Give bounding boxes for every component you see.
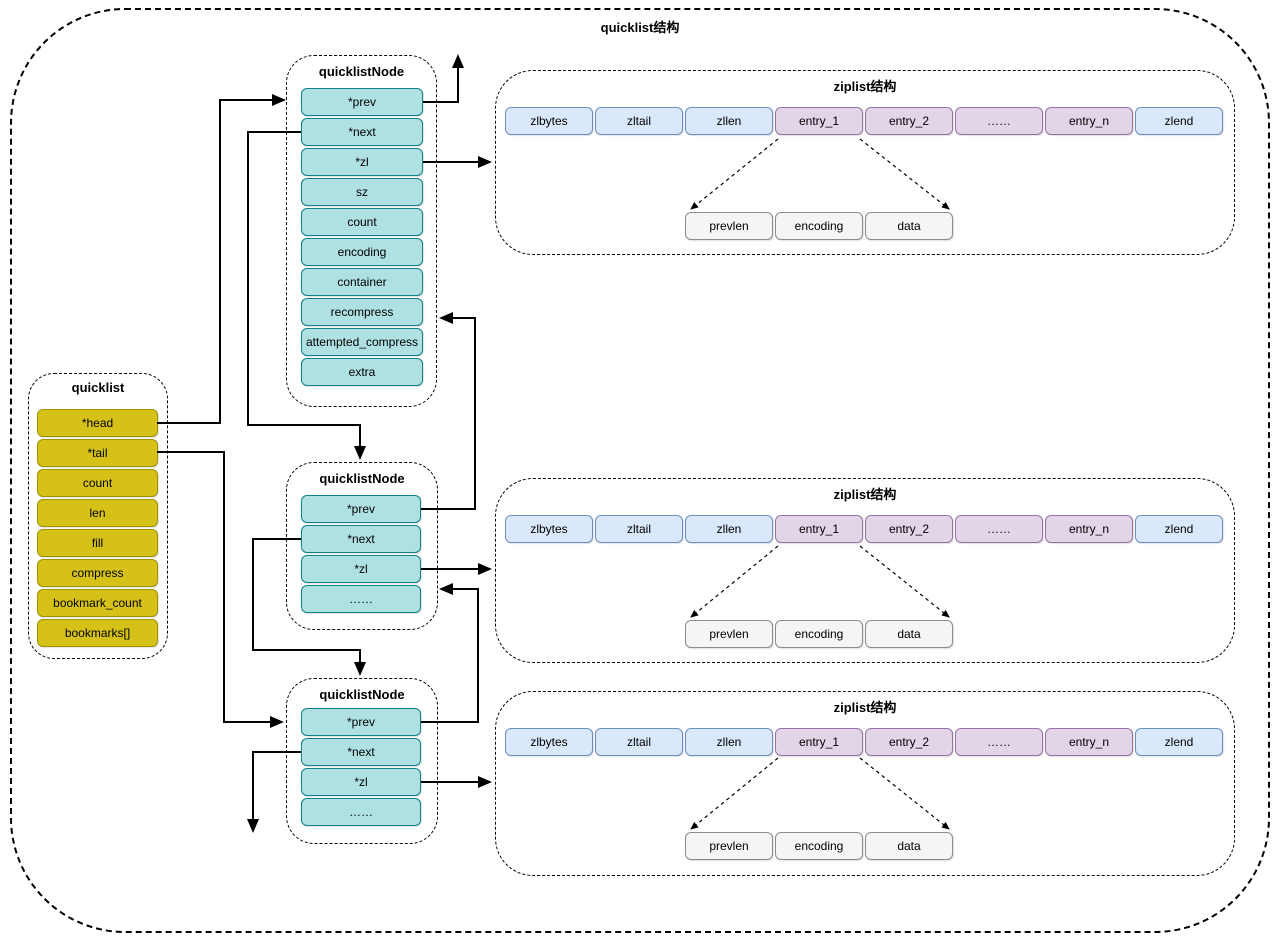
field-prev: *prev [301,708,421,736]
cell-entry-2: entry_2 [865,515,953,543]
node3-fields: *prev*next*zl…… [301,708,421,826]
cell-zllen: zllen [685,107,773,135]
field-next: *next [301,525,421,553]
cell-entry-1: entry_1 [775,728,863,756]
cell-zltail: zltail [595,728,683,756]
cell-prevlen: prevlen [685,620,773,648]
field-compress: compress [37,559,158,587]
cell-zlbytes: zlbytes [505,728,593,756]
cell-zllen: zllen [685,728,773,756]
field-prev: *prev [301,88,423,116]
cell-zlend: zlend [1135,107,1223,135]
ziplist2-title: ziplist结构 [833,487,897,502]
cell-encoding: encoding [775,620,863,648]
cell-zltail: zltail [595,107,683,135]
field-count: count [301,208,423,236]
ziplist1-title: ziplist结构 [833,79,897,94]
field-head: *head [37,409,158,437]
field-: …… [301,585,421,613]
field-tail: *tail [37,439,158,467]
field-extra: extra [301,358,423,386]
cell-prevlen: prevlen [685,832,773,860]
field-zl: *zl [301,148,423,176]
cell-: …… [955,728,1043,756]
field-: …… [301,798,421,826]
node3-title: quicklistNode [319,687,405,702]
ziplist-box-1: ziplist结构 [495,70,1235,255]
field-attempted-compress: attempted_compress [301,328,423,356]
field-next: *next [301,118,423,146]
quicklist-title: quicklist [71,380,125,395]
cell-zlend: zlend [1135,728,1223,756]
field-next: *next [301,738,421,766]
cell-entry-n: entry_n [1045,107,1133,135]
cell-zllen: zllen [685,515,773,543]
quicklist-structure-container: quicklist结构 [10,8,1270,933]
field-recompress: recompress [301,298,423,326]
cell-prevlen: prevlen [685,212,773,240]
cell-data: data [865,212,953,240]
cell-zlbytes: zlbytes [505,107,593,135]
field-zl: *zl [301,768,421,796]
cell-data: data [865,620,953,648]
ziplist3-title: ziplist结构 [833,700,897,715]
cell-encoding: encoding [775,212,863,240]
cell-entry-1: entry_1 [775,515,863,543]
field-count: count [37,469,158,497]
ziplist-box-2: ziplist结构 [495,478,1235,663]
cell-zltail: zltail [595,515,683,543]
cell-entry-2: entry_2 [865,107,953,135]
cell-zlend: zlend [1135,515,1223,543]
cell-entry-n: entry_n [1045,515,1133,543]
cell-entry-1: entry_1 [775,107,863,135]
node1-title: quicklistNode [318,64,405,79]
cell-data: data [865,832,953,860]
field-bookmark-count: bookmark_count [37,589,158,617]
field-len: len [37,499,158,527]
field-fill: fill [37,529,158,557]
node2-fields: *prev*next*zl…… [301,495,421,613]
cell-encoding: encoding [775,832,863,860]
field-encoding: encoding [301,238,423,266]
cell-: …… [955,107,1043,135]
cell-entry-2: entry_2 [865,728,953,756]
field-bookmarks: bookmarks[] [37,619,158,647]
ziplist-box-3: ziplist结构 [495,691,1235,876]
cell-entry-n: entry_n [1045,728,1133,756]
field-container: container [301,268,423,296]
field-prev: *prev [301,495,421,523]
field-sz: sz [301,178,423,206]
cell-: …… [955,515,1043,543]
field-zl: *zl [301,555,421,583]
outer-title: quicklist结构 [600,20,680,35]
node2-title: quicklistNode [319,471,405,486]
cell-zlbytes: zlbytes [505,515,593,543]
